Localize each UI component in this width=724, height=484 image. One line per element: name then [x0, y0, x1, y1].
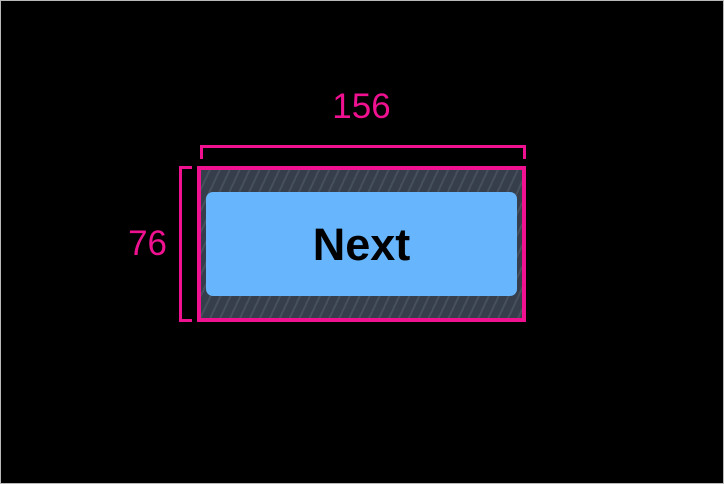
width-dimension-label: 156: [332, 87, 391, 126]
width-dimension-bracket: [200, 145, 526, 159]
next-button[interactable]: Next: [206, 192, 517, 296]
measured-element-outline[interactable]: Next: [197, 166, 526, 322]
next-button-label: Next: [312, 218, 411, 270]
height-dimension-label: 76: [128, 224, 167, 263]
height-dimension-bracket: [179, 166, 192, 322]
